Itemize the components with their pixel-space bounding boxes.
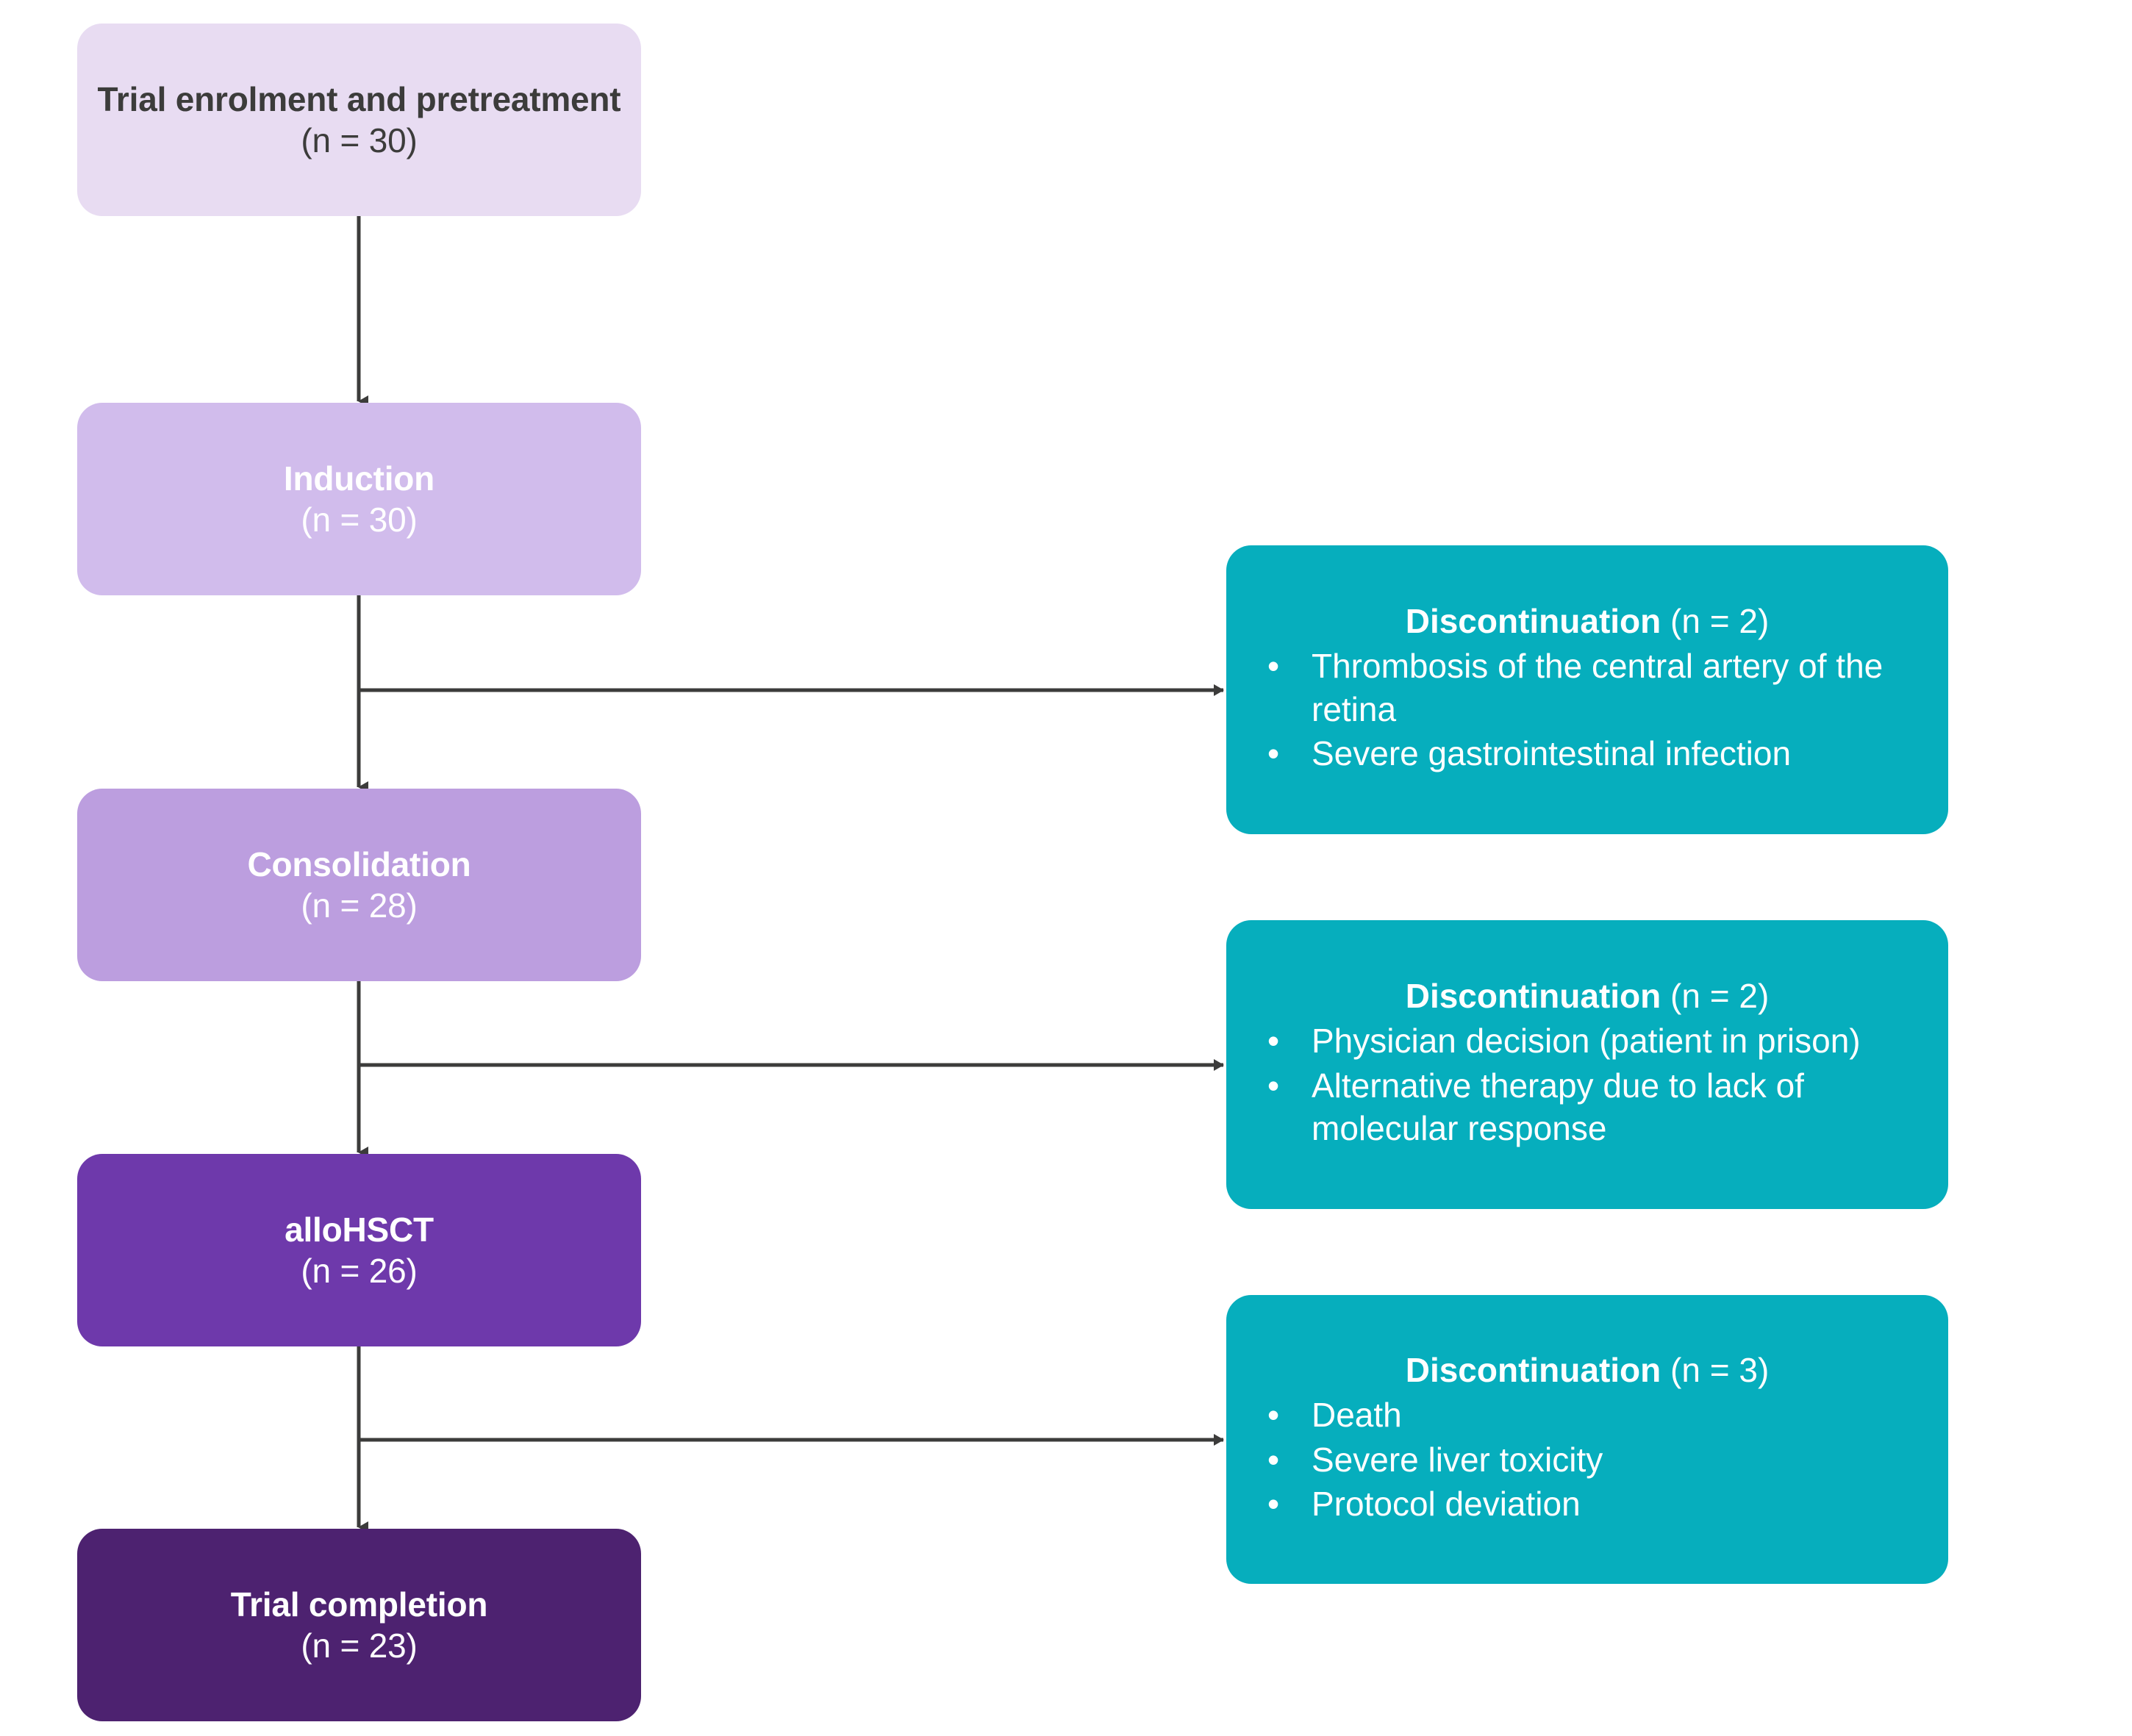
discontinuation-heading: Discontinuation (n = 2) [1251,600,1923,643]
list-item: • Severe liver toxicity [1251,1438,1923,1482]
stage-node-trial-enrolment: Trial enrolment and pretreatment (n = 30… [77,24,641,216]
discontinuation-reason-list: • Thrombosis of the central artery of th… [1251,645,1923,778]
list-item: • Alternative therapy due to lack of mol… [1251,1064,1923,1151]
reason-text: Severe liver toxicity [1312,1440,1603,1479]
stage-title: alloHSCT [285,1210,434,1249]
bullet-icon: • [1267,1395,1280,1434]
stage-count: (n = 30) [301,501,418,539]
stage-title: Trial enrolment and pretreatment [97,79,621,118]
discontinuation-label: Discontinuation [1405,601,1661,640]
bullet-icon: • [1267,1485,1280,1524]
reason-text: Physician decision (patient in prison) [1312,1021,1861,1060]
discontinuation-heading: Discontinuation (n = 2) [1251,975,1923,1018]
list-item: • Physician decision (patient in prison) [1251,1019,1923,1063]
stage-title: Trial completion [230,1585,488,1624]
list-item: • Protocol deviation [1251,1482,1923,1526]
stage-count: (n = 28) [301,886,418,925]
reason-text: Thrombosis of the central artery of the … [1312,646,1884,728]
bullet-icon: • [1267,1021,1280,1060]
bullet-icon: • [1267,1066,1280,1105]
list-item: • Death [1251,1394,1923,1437]
reason-text: Severe gastrointestinal infection [1312,734,1792,773]
reason-text: Protocol deviation [1312,1485,1581,1524]
discontinuation-reason-list: • Physician decision (patient in prison)… [1251,1019,1923,1152]
stage-node-trial-completion: Trial completion (n = 23) [77,1529,641,1721]
stage-count: (n = 23) [301,1626,418,1665]
discontinuation-count: (n = 3) [1670,1350,1770,1389]
reason-text: Alternative therapy due to lack of molec… [1312,1066,1804,1148]
stage-node-allohsct: alloHSCT (n = 26) [77,1154,641,1346]
discontinuation-count: (n = 2) [1670,601,1770,640]
discontinuation-reason-list: • Death • Severe liver toxicity • Protoc… [1251,1394,1923,1528]
bullet-icon: • [1267,646,1280,685]
stage-title: Consolidation [247,844,471,883]
list-item: • Severe gastrointestinal infection [1251,732,1923,775]
stage-title: Induction [283,459,435,498]
stage-node-induction: Induction (n = 30) [77,403,641,595]
discontinuation-label: Discontinuation [1405,1350,1661,1389]
discontinuation-node-3: Discontinuation (n = 3) • Death • Severe… [1226,1295,1948,1584]
discontinuation-count: (n = 2) [1670,976,1770,1015]
bullet-icon: • [1267,1440,1280,1479]
stage-count: (n = 30) [301,121,418,159]
discontinuation-node-2: Discontinuation (n = 2) • Physician deci… [1226,920,1948,1209]
discontinuation-node-1: Discontinuation (n = 2) • Thrombosis of … [1226,545,1948,834]
discontinuation-label: Discontinuation [1405,976,1661,1015]
stage-node-consolidation: Consolidation (n = 28) [77,789,641,981]
discontinuation-heading: Discontinuation (n = 3) [1251,1349,1923,1392]
list-item: • Thrombosis of the central artery of th… [1251,645,1923,731]
bullet-icon: • [1267,734,1280,773]
stage-count: (n = 26) [301,1252,418,1290]
reason-text: Death [1312,1395,1402,1434]
